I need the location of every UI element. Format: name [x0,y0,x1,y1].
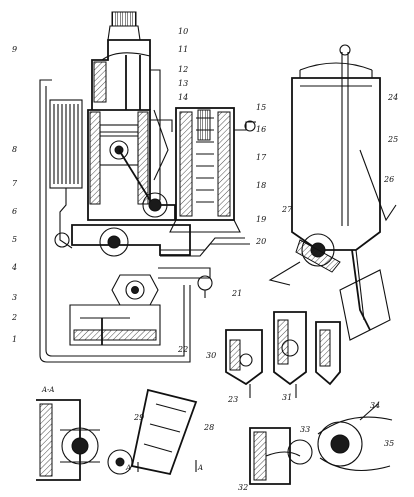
callout-labels: 1 2 3 4 5 6 7 8 9 10 11 12 13 14 15 16 1… [11,27,398,492]
callout-label: 10 [178,27,188,36]
callout-label: 18 [256,181,266,190]
callout-label: 17 [256,153,267,162]
callout-label: 4 [11,263,17,272]
callout-label: 27 [281,205,293,214]
callout-label: 6 [12,207,17,216]
callout-label: 7 [12,179,18,188]
callout-label: 2 [11,313,17,322]
callout-label: 34 [370,401,380,410]
callout-label: 22 [177,345,188,354]
callout-label: 25 [387,135,398,144]
section-mark: A [125,464,131,472]
callout-label: 28 [203,423,214,432]
callout-label: 26 [383,175,394,184]
callout-label: 8 [12,145,17,154]
callout-label: 3 [12,293,17,302]
detail-section-aa [36,399,100,481]
oil-filter [175,107,235,221]
callout-label: 24 [387,93,398,102]
oil-pump [125,280,145,300]
detail-rocker-arm [107,388,198,476]
callout-label: 13 [178,79,188,88]
cylinder-head [91,39,151,110]
callout-label: 5 [12,235,17,244]
callout-label: 21 [231,289,242,298]
callout-label: 29 [133,413,144,422]
callout-label: 12 [178,65,188,74]
main-engine-section [39,11,256,363]
piston [99,124,139,166]
callout-label: 1 [12,335,17,344]
callout-label: 19 [256,215,266,224]
callout-label: 30 [206,351,216,360]
callout-label: 23 [227,395,238,404]
callout-label: 32 [238,483,248,492]
callout-label: 14 [178,93,188,102]
detail-bearing [249,427,313,485]
callout-label: 31 [282,393,292,402]
detail-oil-pump-gear [317,403,393,471]
crankshaft [142,192,168,218]
section-mark: A [197,464,203,472]
callout-label: 15 [256,103,266,112]
callout-label: 33 [300,425,310,434]
section-label: A-A [41,386,54,394]
detail-valve-section [225,311,341,398]
callout-label: 11 [178,45,188,54]
callout-label: 20 [255,237,266,246]
callout-label: 16 [256,125,266,134]
callout-label: 35 [384,439,394,448]
side-view [268,44,397,341]
callout-label: 9 [12,45,17,54]
crankcase [71,224,191,256]
